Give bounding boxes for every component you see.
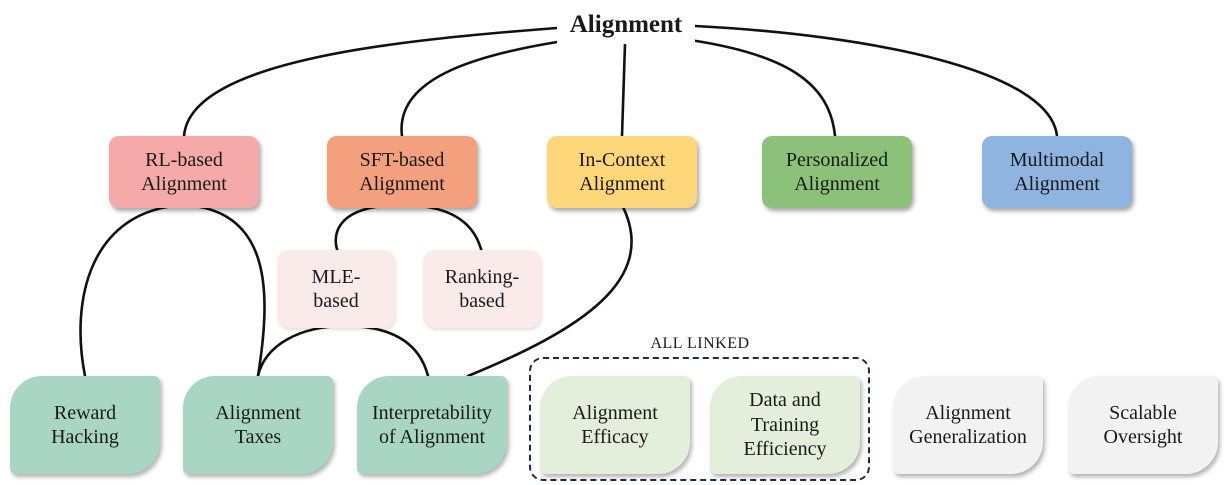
- edge-mle-interp: [343, 324, 430, 378]
- category-in-context: In-Context Alignment: [547, 136, 697, 208]
- challenge-scalable-oversight: Scalable Oversight: [1068, 376, 1218, 474]
- challenge-alignment-taxes: Alignment Taxes: [183, 376, 333, 474]
- edge-root-personalized: [688, 38, 837, 138]
- challenge-alignment-efficacy: Alignment Efficacy: [540, 376, 690, 474]
- edge-sft-mle: [334, 203, 404, 254]
- sub-mle-based: MLE- based: [277, 250, 395, 328]
- edge-icl-interp: [466, 203, 633, 378]
- challenge-reward-hacking: Reward Hacking: [10, 376, 160, 474]
- edge-rl-reward: [79, 203, 186, 378]
- category-rl-based: RL-based Alignment: [109, 136, 259, 208]
- challenge-data-training-efficiency: Data and Training Efficiency: [710, 376, 860, 474]
- sub-ranking-based: Ranking- based: [423, 250, 541, 328]
- edge-root-sft: [400, 38, 572, 138]
- root-node-alignment: Alignment: [557, 6, 695, 44]
- linked-group-frame: [529, 357, 870, 481]
- linked-group-label: ALL LINKED: [650, 335, 750, 352]
- edge-root-multimodal: [693, 24, 1059, 138]
- category-personalized: Personalized Alignment: [762, 136, 912, 208]
- category-multimodal: Multimodal Alignment: [982, 136, 1132, 208]
- challenge-interpretability: Interpretability of Alignment: [357, 376, 507, 474]
- challenge-alignment-generalization: Alignment Generalization: [893, 376, 1043, 474]
- edge-rl-taxes: [182, 203, 266, 378]
- category-sft-based: SFT-based Alignment: [327, 136, 477, 208]
- edge-sft-ranking: [400, 203, 484, 254]
- edge-mle-taxes: [256, 324, 347, 378]
- edge-root-icl: [620, 42, 627, 138]
- edge-root-rl: [182, 26, 559, 138]
